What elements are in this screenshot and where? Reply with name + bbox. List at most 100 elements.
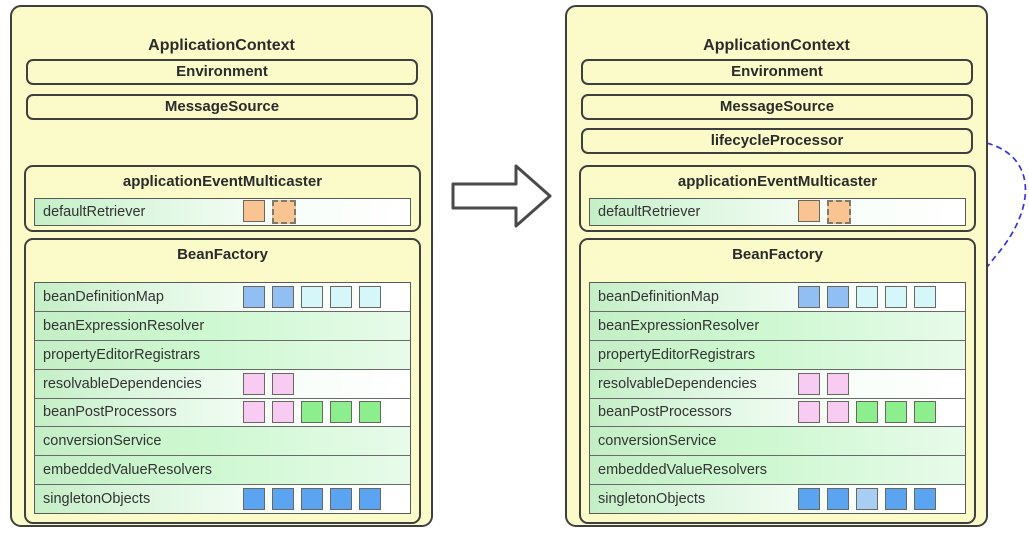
application-event-multicaster-box: applicationEventMulticaster defaultRetrie… [579, 165, 976, 232]
bean-square-pink-icon [798, 372, 820, 395]
bean-square-cyan-icon [914, 285, 936, 308]
multicaster-rows: defaultRetriever [34, 198, 411, 226]
bean-factory-box: BeanFactory beanDefinitionMap beanExpressi… [24, 238, 421, 524]
multicaster-row-label: defaultRetriever [43, 204, 146, 220]
bean-square-medium-blue-icon [827, 285, 849, 308]
bean-factory-row-label: conversionService [598, 433, 717, 450]
bean-square-green-icon [914, 401, 936, 424]
multicaster-rows: defaultRetriever [589, 198, 966, 226]
bean-factory-rows: beanDefinitionMap beanExpressionResolver p… [589, 282, 966, 514]
bean-square-blue-icon [243, 488, 265, 511]
bean-square-blue-icon [885, 488, 907, 511]
bean-factory-row-label: singletonObjects [43, 491, 151, 508]
bean-factory-row-label: embeddedValueResolvers [598, 462, 768, 479]
bean-factory-row-beanPostProcessors: beanPostProcessors [590, 397, 965, 427]
bean-factory-squares [798, 285, 936, 308]
bean-factory-squares [243, 372, 294, 395]
multicaster-squares [243, 200, 296, 224]
bean-factory-row-label: conversionService [43, 433, 162, 450]
multicaster-row-defaultRetriever: defaultRetriever [590, 199, 965, 225]
multicaster-row-defaultRetriever: defaultRetriever [35, 199, 410, 225]
bean-factory-squares [243, 488, 381, 511]
bean-factory-row-propertyEditorRegistrars: propertyEditorRegistrars [590, 339, 965, 369]
messagesource-box: MessageSource [581, 94, 973, 120]
bean-square-blue-icon [914, 488, 936, 511]
bean-factory-row-beanDefinitionMap: beanDefinitionMap [35, 283, 410, 311]
bean-factory-row-label: beanDefinitionMap [43, 288, 164, 305]
bean-square-orange-dashed-icon [827, 200, 851, 224]
application-context-title: ApplicationContext [703, 37, 850, 54]
bean-factory-row-label: resolvableDependencies [43, 375, 202, 392]
multicaster-title: applicationEventMulticaster [677, 173, 878, 190]
environment-box: Environment [26, 59, 418, 85]
application-context-title: ApplicationContext [148, 37, 295, 54]
bean-square-green-icon [359, 401, 381, 424]
bean-factory-row-beanExpressionResolver: beanExpressionResolver [35, 310, 410, 340]
bean-factory-row-conversionService: conversionService [35, 426, 410, 456]
bean-square-pink-icon [798, 401, 820, 424]
multicaster-squares [798, 200, 851, 224]
bean-factory-squares [798, 488, 936, 511]
bean-square-light-blue-icon [856, 488, 878, 511]
bean-square-blue-icon [359, 488, 381, 511]
bean-factory-rows: beanDefinitionMap beanExpressionResolver p… [34, 282, 411, 514]
bean-factory-row-beanExpressionResolver: beanExpressionResolver [590, 310, 965, 340]
bean-factory-row-propertyEditorRegistrars: propertyEditorRegistrars [35, 339, 410, 369]
bean-square-blue-icon [827, 488, 849, 511]
bean-factory-row-label: beanExpressionResolver [598, 317, 760, 334]
bean-square-blue-icon [798, 488, 820, 511]
bean-factory-row-singletonObjects: singletonObjects [35, 484, 410, 513]
messagesource-box: MessageSource [26, 94, 418, 120]
bean-factory-row-label: beanExpressionResolver [43, 317, 205, 334]
multicaster-row-label: defaultRetriever [598, 204, 701, 220]
environment-box: Environment [581, 59, 973, 85]
bean-factory-title: BeanFactory [177, 246, 268, 263]
bean-factory-row-conversionService: conversionService [590, 426, 965, 456]
bean-factory-row-embeddedValueResolvers: embeddedValueResolvers [590, 455, 965, 485]
bean-square-green-icon [856, 401, 878, 424]
bean-square-green-icon [885, 401, 907, 424]
bean-factory-squares [243, 285, 381, 308]
bean-square-medium-blue-icon [272, 285, 294, 308]
bean-square-medium-blue-icon [798, 285, 820, 308]
bean-square-cyan-icon [885, 285, 907, 308]
bean-factory-row-resolvableDependencies: resolvableDependencies [35, 368, 410, 398]
bean-factory-row-label: propertyEditorRegistrars [43, 346, 201, 363]
bean-factory-title: BeanFactory [732, 246, 823, 263]
transform-arrow-icon [451, 164, 552, 228]
bean-factory-row-label: beanPostProcessors [598, 404, 732, 421]
bean-factory-row-label: embeddedValueResolvers [43, 462, 213, 479]
bean-factory-row-label: propertyEditorRegistrars [598, 346, 756, 363]
bean-square-orange-icon [798, 200, 820, 222]
bean-factory-squares [243, 401, 381, 424]
bean-square-pink-icon [243, 401, 265, 424]
bean-factory-squares [798, 401, 936, 424]
bean-square-blue-icon [330, 488, 352, 511]
bean-square-pink-icon [272, 372, 294, 395]
bean-factory-row-embeddedValueResolvers: embeddedValueResolvers [35, 455, 410, 485]
bean-factory-row-singletonObjects: singletonObjects [590, 484, 965, 513]
bean-square-pink-icon [272, 401, 294, 424]
bean-square-pink-icon [827, 401, 849, 424]
bean-factory-row-beanPostProcessors: beanPostProcessors [35, 397, 410, 427]
bean-square-cyan-icon [301, 285, 323, 308]
bean-square-cyan-icon [359, 285, 381, 308]
bean-square-pink-icon [827, 372, 849, 395]
bean-square-cyan-icon [856, 285, 878, 308]
bean-factory-box: BeanFactory beanDefinitionMap beanExpressi… [579, 238, 976, 524]
lifecycleprocessor-box: lifecycleProcessor [581, 128, 973, 154]
bean-square-blue-icon [301, 488, 323, 511]
bean-factory-row-resolvableDependencies: resolvableDependencies [590, 368, 965, 398]
bean-square-orange-dashed-icon [272, 200, 296, 224]
bean-factory-row-label: singletonObjects [598, 491, 706, 508]
bean-factory-row-label: beanDefinitionMap [598, 288, 719, 305]
bean-factory-row-label: beanPostProcessors [43, 404, 177, 421]
bean-square-blue-icon [272, 488, 294, 511]
bean-square-orange-icon [243, 200, 265, 222]
bean-square-cyan-icon [330, 285, 352, 308]
bean-factory-squares [798, 372, 849, 395]
bean-square-pink-icon [243, 372, 265, 395]
